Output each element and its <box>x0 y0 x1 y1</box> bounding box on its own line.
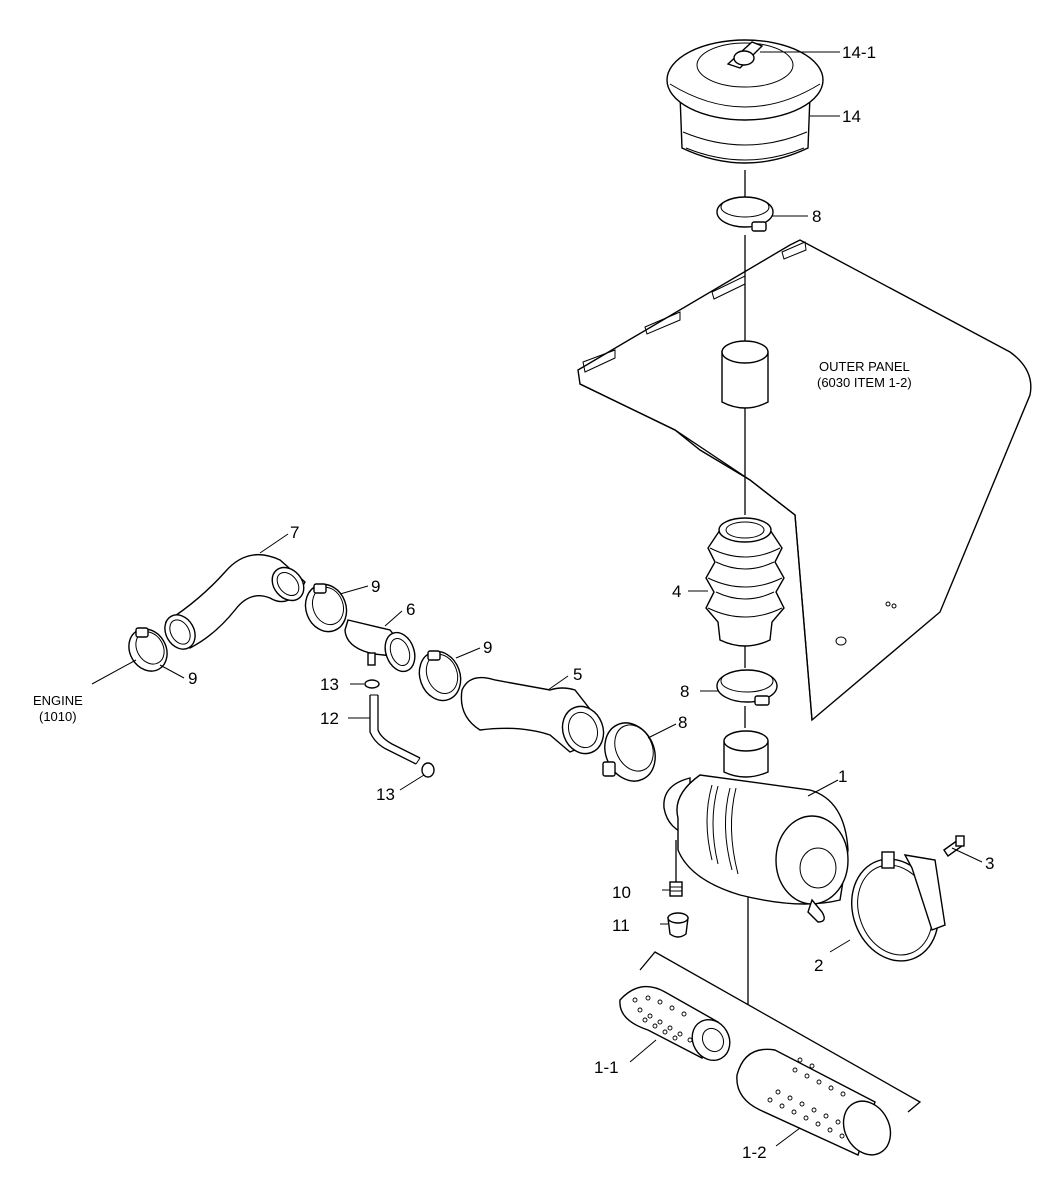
filter-bracket-line <box>639 951 922 1113</box>
label-9-right: 9 <box>483 638 492 657</box>
label-13-lower: 13 <box>376 785 395 804</box>
assembly-axis-lines <box>675 170 749 1005</box>
hose-clamp-top <box>716 196 774 232</box>
tee-tube <box>344 619 416 673</box>
breather-tube <box>369 694 421 765</box>
label-8-top: 8 <box>812 207 821 226</box>
label-9-left: 9 <box>188 669 197 688</box>
hose-clamp-9-left <box>128 627 168 672</box>
inner-safety-filter <box>619 985 731 1061</box>
engine-elbow-hose <box>164 553 306 650</box>
label-10: 10 <box>612 883 631 902</box>
part-number-labels: 14-1 14 8 7 9 6 9 9 5 4 8 8 13 12 13 1 3… <box>188 43 994 1162</box>
outer-panel <box>577 239 1032 722</box>
label-12: 12 <box>320 709 339 728</box>
o-ring-lower <box>421 762 435 778</box>
label-13-upper: 13 <box>320 675 339 694</box>
label-14: 14 <box>842 107 861 126</box>
label-2: 2 <box>814 956 823 975</box>
label-6: 6 <box>406 600 415 619</box>
label-8-lower: 8 <box>678 713 687 732</box>
reducer-hose <box>460 676 605 755</box>
o-ring-upper <box>364 679 380 689</box>
leader-lines <box>91 51 983 1147</box>
outer-panel-note-line1: OUTER PANEL <box>819 359 910 374</box>
vacuator-valve <box>667 912 689 938</box>
outer-panel-note-line2: (6030 ITEM 1-2) <box>817 375 912 390</box>
label-5: 5 <box>573 665 582 684</box>
engine-note-line2: (1010) <box>39 709 77 724</box>
label-1-2: 1-2 <box>742 1143 767 1162</box>
mounting-bolt <box>943 835 965 857</box>
label-1: 1 <box>838 767 847 786</box>
filter-1-2-perforations <box>767 1057 846 1139</box>
hose-clamp-9-right <box>418 650 462 702</box>
mounting-band <box>851 851 946 962</box>
label-11: 11 <box>612 916 630 935</box>
label-4: 4 <box>672 582 681 601</box>
primary-filter <box>736 1048 892 1156</box>
label-9-middle: 9 <box>371 577 380 596</box>
vacuator-fitting <box>669 881 683 897</box>
intake-tube-upper <box>721 340 769 409</box>
hose-clamp-middle <box>716 669 778 706</box>
bellows-hose <box>705 517 785 647</box>
hose-clamp-lower <box>602 722 656 782</box>
precleaner-cap <box>666 39 824 164</box>
hose-clamp-9-middle <box>304 583 348 633</box>
air-cleaner-housing <box>663 730 849 923</box>
callout-notes: OUTER PANEL (6030 ITEM 1-2) ENGINE (1010… <box>33 359 912 724</box>
label-14-1: 14-1 <box>842 43 876 62</box>
engine-note-line1: ENGINE <box>33 693 83 708</box>
label-3: 3 <box>985 854 994 873</box>
filter-1-1-perforations <box>632 995 693 1043</box>
label-8-middle: 8 <box>680 682 689 701</box>
label-1-1: 1-1 <box>594 1058 619 1077</box>
label-7: 7 <box>290 523 299 542</box>
